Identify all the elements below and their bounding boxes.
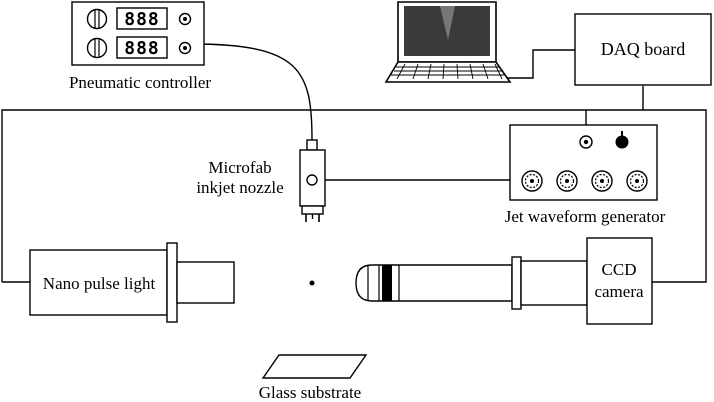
wires — [1, 43, 707, 283]
bnc-connectors — [521, 170, 648, 192]
glass-substrate-icon — [261, 354, 368, 379]
camera-body — [586, 237, 653, 325]
wire-main-loop — [1, 109, 707, 283]
nozzle-label-line1: Microfab — [208, 158, 271, 177]
light-body — [29, 249, 168, 316]
inkjet-nozzle-icon — [299, 139, 326, 222]
display-2 — [116, 36, 168, 59]
knob-icon — [615, 135, 629, 149]
nano-pulse-light — [29, 242, 235, 323]
ccd-camera — [355, 237, 653, 325]
jet-waveform-generator — [509, 124, 658, 201]
nano-pulse-light-label: Nano pulse light — [43, 274, 156, 293]
camera-flange — [511, 256, 522, 310]
glass-substrate-label: Glass substrate — [259, 383, 361, 402]
pneumatic-controller: 888 888 — [71, 1, 205, 66]
display-1-digits: 888 — [124, 9, 160, 30]
light-flange — [166, 242, 178, 323]
display-1 — [116, 7, 168, 30]
pneumatic-controller-label: Pneumatic controller — [69, 73, 211, 92]
laptop-icon — [384, 1, 512, 83]
daq-board — [574, 13, 712, 86]
knob-icon — [86, 37, 108, 59]
wire-controller-nozzle — [191, 43, 313, 141]
ccd-label-line1: CCD — [602, 260, 637, 279]
wire-laptop-daq — [505, 49, 575, 79]
daq-board-label: DAQ board — [601, 39, 685, 59]
droplet — [309, 280, 315, 286]
display-2-digits: 888 — [124, 38, 160, 59]
camera-lens — [355, 264, 513, 302]
knob-icon — [86, 8, 108, 30]
ccd-label-line2: camera — [594, 282, 644, 301]
light-lens — [176, 261, 235, 304]
waveform-generator-label: Jet waveform generator — [505, 207, 666, 226]
nozzle-label-line2: inkjet nozzle — [196, 178, 283, 197]
